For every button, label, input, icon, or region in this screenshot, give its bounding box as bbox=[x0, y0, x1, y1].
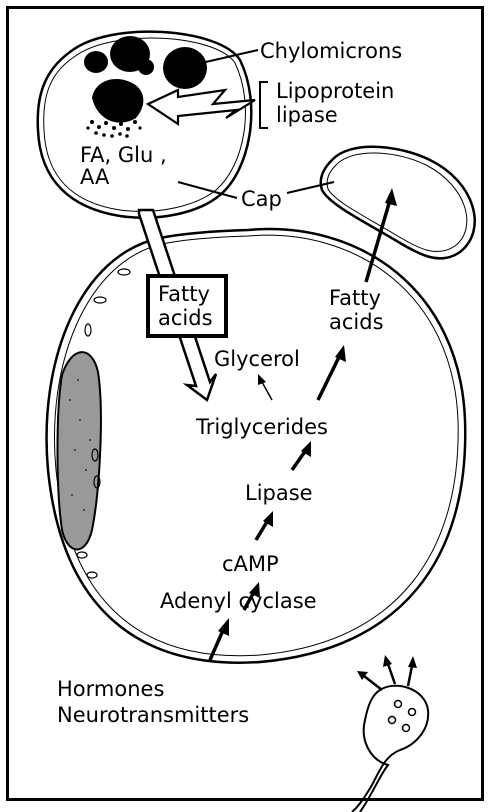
label-triglycerides: Triglycerides bbox=[196, 416, 328, 438]
nerve-vesicles bbox=[389, 701, 416, 732]
trig-to-glycerol-line bbox=[262, 382, 272, 400]
nerve-arrow-mid-head bbox=[383, 655, 392, 667]
fatty-acids-out-line bbox=[366, 200, 390, 282]
fatty-acids-out-head bbox=[385, 188, 397, 206]
nerve-arrow-left-line bbox=[364, 676, 382, 690]
label-fatty-in-1: Fatty bbox=[158, 282, 224, 306]
hormones-to-cyclase-head bbox=[218, 618, 229, 636]
fatty-particle-dots bbox=[86, 120, 141, 138]
second-capillary-inner bbox=[327, 153, 467, 252]
nerve-arrow-mid-line bbox=[388, 664, 395, 684]
label-fatty-out-1: Fatty bbox=[329, 287, 381, 309]
fatty-acids-in-box: Fatty acids bbox=[146, 274, 228, 338]
label-neurotransmitters: Neurotransmitters bbox=[57, 704, 249, 726]
nerve-terminal bbox=[352, 686, 428, 812]
nerve-arrow-right-head bbox=[408, 656, 417, 668]
label-fatty-in-2: acids bbox=[158, 306, 224, 330]
nerve-arrow-right-line bbox=[408, 666, 412, 686]
label-aa: AA bbox=[80, 166, 109, 188]
label-lipase: Lipase bbox=[245, 482, 313, 504]
chylomicron-3 bbox=[138, 59, 154, 75]
label-glycerol: Glycerol bbox=[214, 348, 300, 370]
lipase-bracket bbox=[260, 82, 268, 128]
trig-to-fatty-line bbox=[318, 355, 340, 400]
label-camp: cAMP bbox=[222, 553, 279, 575]
nucleus bbox=[58, 352, 101, 549]
camp-to-lipase-line bbox=[256, 520, 268, 540]
label-chylomicrons: Chylomicrons bbox=[260, 40, 402, 62]
label-cap: Cap bbox=[241, 188, 282, 210]
label-fatty-out-2: acids bbox=[329, 311, 384, 333]
label-hormones: Hormones bbox=[57, 678, 164, 700]
chylomicron-4 bbox=[163, 47, 207, 89]
trig-to-glycerol-head bbox=[258, 374, 266, 385]
chylomicron-1 bbox=[84, 51, 108, 73]
label-lipase-enzyme: lipase bbox=[276, 104, 338, 126]
chylomicron-cluster bbox=[92, 79, 143, 123]
lipase-to-trig-line bbox=[292, 450, 306, 470]
label-adenyl-cyclase: Adenyl cyclase bbox=[160, 590, 317, 612]
label-fa-glu: FA, Glu , bbox=[80, 144, 167, 166]
label-lipoprotein: Lipoprotein bbox=[276, 80, 394, 102]
chylomicron-pointer bbox=[197, 50, 258, 64]
lipase-arrow bbox=[148, 90, 255, 124]
